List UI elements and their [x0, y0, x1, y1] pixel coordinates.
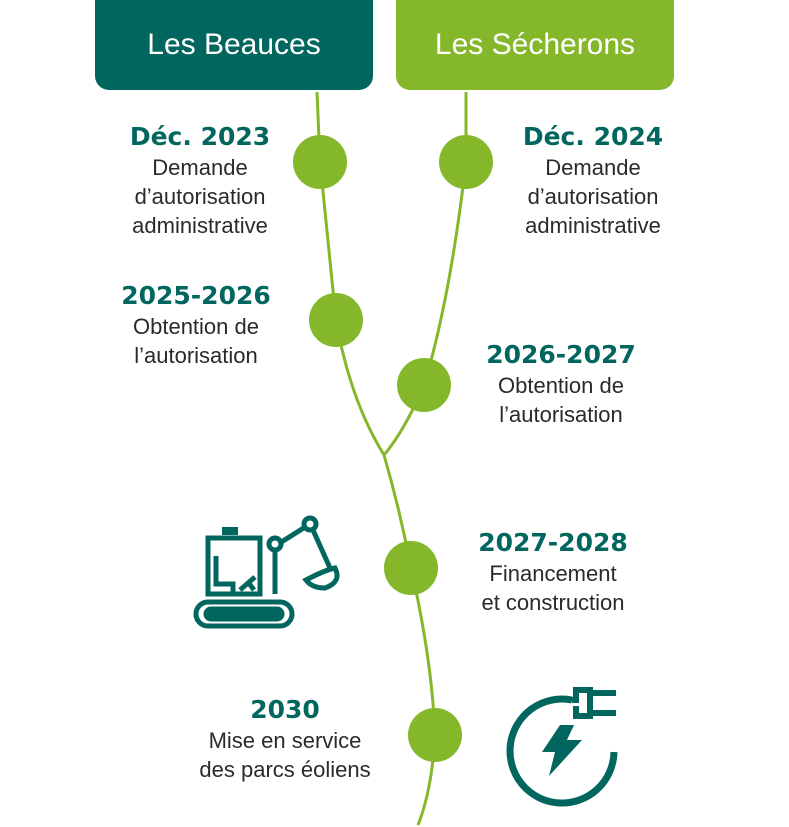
milestone-dot [309, 293, 363, 347]
step-date: Déc. 2024 [522, 122, 664, 151]
step-text: Financement [489, 561, 617, 586]
milestone-dot [293, 135, 347, 189]
step-beauces-demande: Déc. 2023 Demande d’autorisation adminis… [70, 121, 330, 240]
step-date: 2030 [250, 695, 320, 724]
step-text: Obtention de [498, 373, 624, 398]
step-text: Obtention de [133, 314, 259, 339]
step-text: l’autorisation [134, 343, 258, 368]
plug-lightning-icon [506, 687, 618, 807]
step-text: Demande [545, 155, 641, 180]
header-les-beauces: Les Beauces [95, 0, 373, 90]
milestone-dot [397, 358, 451, 412]
step-date: 2026-2027 [486, 340, 636, 369]
step-secherons-demande: Déc. 2024 Demande d’autorisation adminis… [463, 121, 723, 240]
excavator-icon [193, 515, 340, 629]
step-mise-en-service: 2030 Mise en service des parcs éoliens [155, 694, 415, 784]
step-text: des parcs éoliens [199, 757, 371, 782]
step-text: Demande [152, 155, 248, 180]
step-text: administrative [525, 213, 661, 238]
step-text: d’autorisation [134, 184, 266, 209]
header-les-secherons: Les Sécherons [396, 0, 674, 90]
step-text: et construction [481, 590, 625, 615]
main-trunk [382, 454, 437, 826]
milestone-dot [384, 541, 438, 595]
secherons-branch [382, 92, 468, 456]
step-date: 2027-2028 [478, 528, 628, 557]
milestone-dot [439, 135, 493, 189]
step-beauces-obtention: 2025-2026 Obtention de l’autorisation [66, 280, 326, 370]
step-date: 2025-2026 [121, 281, 271, 310]
step-text: d’autorisation [527, 184, 659, 209]
step-secherons-obtention: 2026-2027 Obtention de l’autorisation [431, 339, 691, 429]
step-date: Déc. 2023 [129, 122, 271, 151]
step-construction: 2027-2028 Financement et construction [423, 527, 683, 617]
step-text: administrative [132, 213, 268, 238]
step-text: l’autorisation [499, 402, 623, 427]
milestone-dot [408, 708, 462, 762]
step-text: Mise en service [208, 728, 362, 753]
